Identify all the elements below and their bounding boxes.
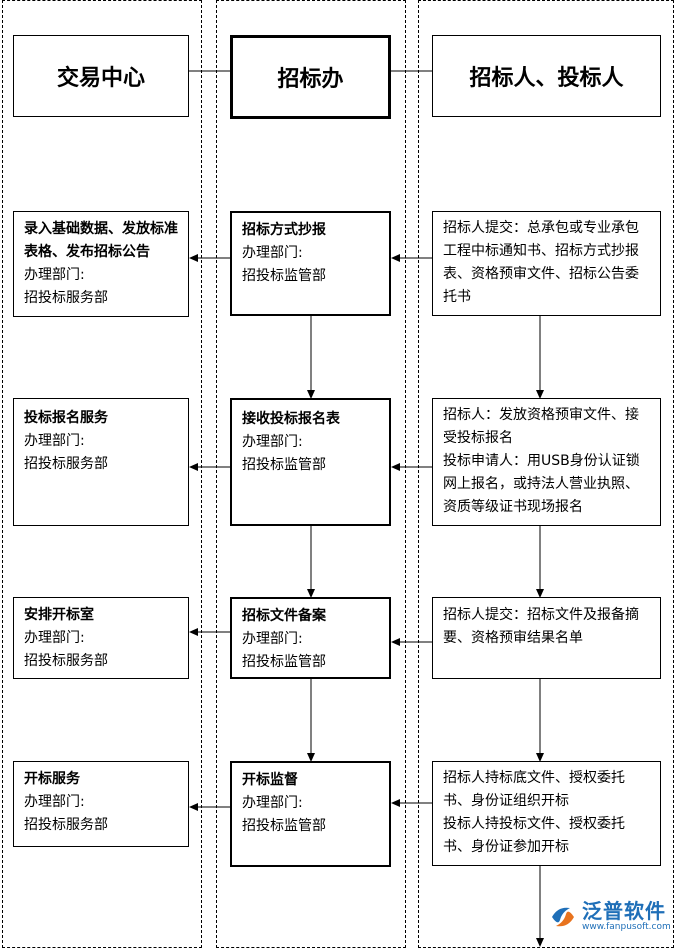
lane-title-center: 招标办 (230, 35, 391, 119)
lane-bidders (418, 0, 674, 948)
center-box-4: 开标监督 办理部门: 招投标监管部 (230, 761, 391, 867)
center-box-3-title: 招标文件备案 (242, 608, 326, 624)
right-box-3: 招标人提交：招标文件及报备摘要、资格预审结果名单 (432, 597, 661, 679)
right-box-3-text: 招标人提交：招标文件及报备摘要、资格预审结果名单 (443, 607, 639, 646)
left-box-2-dept: 招投标服务部 (24, 456, 108, 472)
center-box-4-dept: 招投标监管部 (242, 818, 326, 834)
left-box-2-dept-label: 办理部门: (24, 433, 85, 449)
right-box-2: 招标人：发放资格预审文件、接受投标报名 投标申请人：用USB身份认证锁网上报名，… (432, 398, 661, 526)
left-box-3-dept-label: 办理部门: (24, 630, 85, 646)
right-box-4: 招标人持标底文件、授权委托书、身份证组织开标 投标人持投标文件、授权委托书、身份… (432, 761, 661, 866)
logo-url: www.fanpusoft.com (582, 922, 671, 932)
left-box-4-title: 开标服务 (24, 771, 80, 787)
left-box-2: 投标报名服务 办理部门: 招投标服务部 (13, 398, 189, 526)
left-box-1: 录入基础数据、发放标准表格、发布招标公告 办理部门: 招投标服务部 (13, 211, 189, 317)
left-box-2-title: 投标报名服务 (24, 410, 108, 426)
center-box-3-dept-label: 办理部门: (242, 631, 303, 647)
center-box-1-dept-label: 办理部门: (242, 245, 303, 261)
right-box-4-text2: 投标人持投标文件、授权委托书、身份证参加开标 (443, 816, 625, 855)
center-box-1: 招标方式抄报 办理部门: 招投标监管部 (230, 211, 391, 316)
right-box-2-text1: 招标人：发放资格预审文件、接受投标报名 (443, 407, 639, 446)
left-box-1-dept: 招投标服务部 (24, 290, 108, 306)
lane-bidding-office (216, 0, 406, 948)
right-box-2-text2: 投标申请人：用USB身份认证锁网上报名，或持法人营业执照、资质等级证书现场报名 (443, 453, 640, 515)
left-box-4-dept: 招投标服务部 (24, 817, 108, 833)
lane-title-right-text: 招标人、投标人 (469, 66, 624, 91)
lane-title-left-text: 交易中心 (56, 66, 145, 91)
left-box-3-dept: 招投标服务部 (24, 653, 108, 669)
center-box-1-title: 招标方式抄报 (242, 222, 326, 238)
center-box-3-dept: 招投标监管部 (242, 654, 326, 670)
watermark-logo: 泛普软件 www.fanpusoft.com (548, 900, 671, 933)
lane-trading-center (2, 0, 202, 948)
left-box-4-dept-label: 办理部门: (24, 794, 85, 810)
lane-title-right: 招标人、投标人 (432, 35, 661, 117)
center-box-4-dept-label: 办理部门: (242, 795, 303, 811)
left-box-1-dept-label: 办理部门: (24, 267, 85, 283)
left-box-3-title: 安排开标室 (24, 607, 94, 623)
center-box-2-dept-label: 办理部门: (242, 434, 303, 450)
right-box-1: 招标人提交：总承包或专业承包工程中标通知书、招标方式抄报表、资格预审文件、招标公… (432, 211, 661, 316)
right-box-4-text1: 招标人持标底文件、授权委托书、身份证组织开标 (443, 770, 625, 809)
center-box-2: 接收投标报名表 办理部门: 招投标监管部 (230, 398, 391, 526)
left-box-3: 安排开标室 办理部门: 招投标服务部 (13, 597, 189, 679)
center-box-3: 招标文件备案 办理部门: 招投标监管部 (230, 597, 391, 679)
logo-name: 泛普软件 (582, 899, 666, 923)
center-box-1-dept: 招投标监管部 (242, 268, 326, 284)
center-box-2-title: 接收投标报名表 (242, 411, 340, 427)
right-box-1-text: 招标人提交：总承包或专业承包工程中标通知书、招标方式抄报表、资格预审文件、招标公… (443, 220, 639, 305)
center-box-4-title: 开标监督 (242, 772, 298, 788)
fanpu-logo-icon (552, 907, 574, 926)
left-box-4: 开标服务 办理部门: 招投标服务部 (13, 761, 189, 847)
left-box-1-title: 录入基础数据、发放标准表格、发布招标公告 (24, 221, 178, 260)
center-box-2-dept: 招投标监管部 (242, 457, 326, 473)
lane-title-center-text: 招标办 (277, 67, 344, 92)
lane-title-left: 交易中心 (13, 35, 189, 117)
